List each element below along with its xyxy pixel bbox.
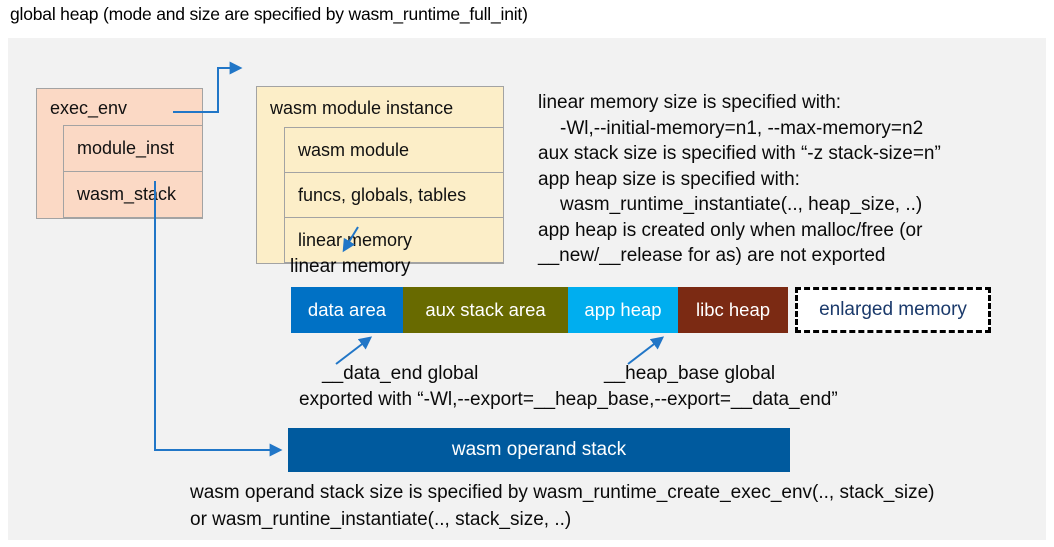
note-line: __new/__release for as) are not exported [538, 245, 886, 266]
heap-base-global-label: __heap_base global [604, 363, 776, 384]
note-line: -Wl,--initial-memory=n1, --max-memory=n2 [560, 117, 924, 139]
diagram-title: global heap (mode and size are specified… [10, 4, 528, 24]
module-instance-field-linear-memory: linear memory [284, 217, 504, 263]
module-instance-field-wasm-module: wasm module [284, 127, 504, 173]
export-flags-note: exported with “-Wl,--export=__heap_base,… [299, 389, 838, 410]
segment-data-area: data area [291, 287, 403, 333]
note-line: wasm operand stack size is specified by … [190, 482, 935, 503]
note-line: aux stack size is specified with “-z sta… [538, 143, 941, 164]
segment-enlarged-memory: enlarged memory [795, 287, 991, 333]
note-line: app heap size is specified with: [538, 168, 800, 190]
exec-env-fields: module_inst wasm_stack [63, 125, 203, 218]
note-line: app heap is created only when malloc/fre… [538, 219, 923, 241]
module-instance-fields: wasm module funcs, globals, tables linea… [284, 127, 504, 263]
exec-env-field-module-inst: module_inst [63, 125, 203, 172]
config-notes: linear memory size is specified with: -W… [538, 90, 1046, 269]
exec-env-header: exec_env [50, 97, 128, 118]
linear-memory-label: linear memory [290, 256, 411, 277]
exec-env-box: exec_env module_inst wasm_stack [36, 88, 203, 219]
wasm-operand-stack-bar: wasm operand stack [288, 428, 790, 472]
module-instance-header: wasm module instance [270, 97, 454, 118]
linear-memory-bar: data area aux stack area app heap libc h… [291, 287, 788, 333]
module-instance-field-funcs-globals-tables: funcs, globals, tables [284, 172, 504, 218]
operand-stack-notes: wasm operand stack size is specified by … [190, 479, 935, 533]
segment-app-heap: app heap [568, 287, 678, 333]
exec-env-field-wasm-stack: wasm_stack [63, 171, 203, 218]
data-end-global-label: __data_end global [322, 363, 479, 384]
segment-aux-stack-area: aux stack area [403, 287, 568, 333]
note-line: or wasm_runtine_instantiate(.., stack_si… [190, 509, 572, 530]
note-line: wasm_runtime_instantiate(.., heap_size, … [560, 194, 923, 215]
module-instance-box: wasm module instance wasm module funcs, … [256, 86, 504, 264]
note-line: linear memory size is specified with: [538, 92, 842, 113]
segment-libc-heap: libc heap [678, 287, 788, 333]
